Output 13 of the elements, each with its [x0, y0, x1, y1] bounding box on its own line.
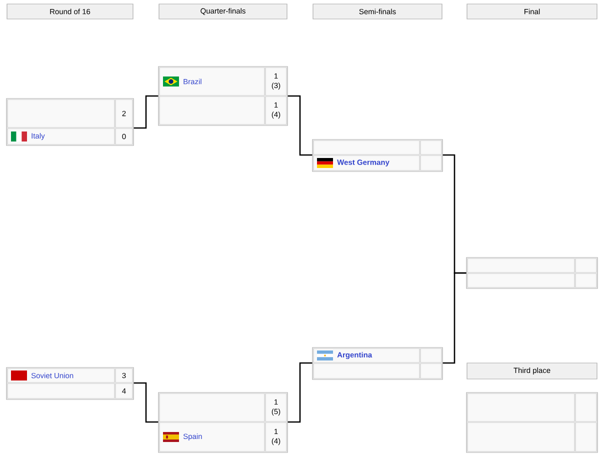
score-cell	[420, 155, 442, 171]
bracket-line	[288, 95, 312, 156]
score-cell	[575, 393, 597, 422]
score-cell	[420, 140, 442, 155]
bracket-line	[134, 382, 158, 423]
score-cell	[575, 422, 597, 452]
score-cell	[420, 363, 442, 379]
bracket-line	[288, 362, 312, 423]
bracket-line	[134, 95, 158, 129]
score-cell	[575, 258, 597, 273]
bracket-line	[442, 272, 466, 364]
score-cell	[575, 273, 597, 288]
score-cell	[420, 348, 442, 363]
